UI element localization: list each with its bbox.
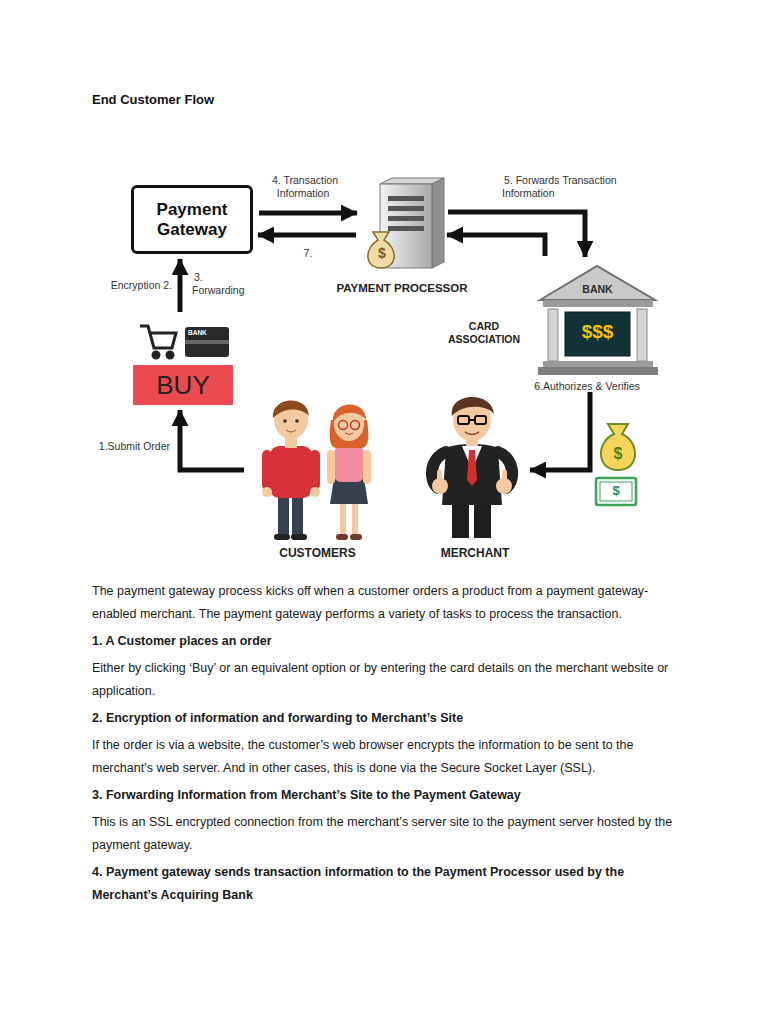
node-label: CUSTOMERS <box>250 546 385 560</box>
paragraph: This is an SSL encrypted connection from… <box>92 811 692 857</box>
flow-arrow <box>258 233 356 238</box>
section-heading: 1. A Customer places an order <box>92 630 692 653</box>
page-title: End Customer Flow <box>92 92 214 107</box>
body-text: The payment gateway process kicks off wh… <box>92 580 692 911</box>
flow-arrow <box>259 211 357 216</box>
step-label: 3. Forwarding <box>192 271 248 297</box>
label-patch: 5. Forwards Transaction Information <box>502 174 617 199</box>
callout-text: Encryption 2. <box>106 279 172 292</box>
node-label: Payment Gateway <box>140 200 244 240</box>
icon-node: PAYMENT PROCESSOR <box>362 178 442 270</box>
section-heading: 2. Encryption of information and forward… <box>92 707 692 730</box>
node-label: $$$ <box>565 320 630 343</box>
money-bag <box>368 232 394 268</box>
step-label: 5. Forwards Transaction Information <box>502 174 634 200</box>
node-label: PAYMENT PROCESSOR <box>300 281 504 295</box>
callout-text: $ <box>372 245 392 262</box>
callout-text: $ <box>608 444 628 463</box>
icon-node: MERCHANT <box>425 395 525 565</box>
label-patch: 1.Submit Order <box>97 440 172 452</box>
step-label: 4. Transaction Information <box>262 174 346 200</box>
label-patch: 7. <box>302 247 315 259</box>
flow-arrow <box>448 212 585 257</box>
flow-arrow <box>180 410 244 470</box>
process-box: Payment Gateway <box>131 185 253 254</box>
node-label: BANK <box>535 283 660 296</box>
bank-icon <box>538 266 658 375</box>
flow-arrow <box>447 235 545 256</box>
cart-icon <box>140 326 176 358</box>
paragraph: If the order is via a website, the custo… <box>92 734 692 780</box>
node-label: MERCHANT <box>415 546 535 560</box>
label-patch: 3. Forwarding <box>192 271 247 296</box>
card-icon <box>185 327 229 357</box>
section-heading: 4. Payment gateway sends transaction inf… <box>92 861 692 907</box>
flow-arrow <box>178 259 183 312</box>
callout-text: $ <box>605 483 627 499</box>
step-label: 7. <box>298 247 318 260</box>
section-heading: 3. Forwarding Information from Merchant’… <box>92 784 692 807</box>
buy-button: BUY <box>133 318 233 405</box>
merchant-figure <box>432 397 512 538</box>
label-patch: 6.Authorizes & Verifies <box>532 380 642 392</box>
node-label: BUY <box>133 365 233 405</box>
step-label: 6.Authorizes & Verifies <box>522 380 652 393</box>
paragraph: The payment gateway process kicks off wh… <box>92 580 692 626</box>
dollar-bill <box>596 478 636 505</box>
node-label: CARD ASSOCIATION <box>438 320 530 346</box>
paragraph: Either by clicking ‘Buy’ or an equivalen… <box>92 657 692 703</box>
customer-girl <box>327 404 371 540</box>
label-patch: 4. Transaction Information <box>270 174 338 199</box>
icon-node: BANK$$$CARD ASSOCIATION <box>535 262 660 376</box>
icon-node: CUSTOMERS <box>250 395 385 565</box>
money-bag <box>601 424 635 470</box>
customer-boy <box>262 400 320 540</box>
flow-arrow <box>530 382 590 470</box>
callout-text: BANK <box>188 329 222 337</box>
step-label: 1.Submit Order <box>90 440 172 453</box>
